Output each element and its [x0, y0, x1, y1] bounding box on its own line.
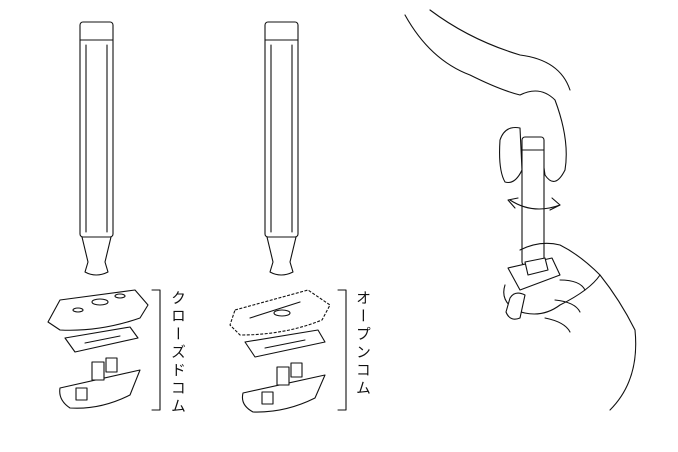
handle-closed-comb: [79, 21, 114, 276]
open-comb-blade: [244, 329, 326, 358]
closed-comb-blade: [64, 326, 139, 353]
bracket-closed-comb: [151, 289, 161, 411]
hands-assembling-razor: [404, 9, 637, 411]
handle-open-comb: [264, 21, 299, 276]
open-comb-head: [229, 289, 331, 336]
bracket-open-comb: [337, 289, 347, 411]
open-comb-label: オープンコム: [354, 290, 372, 398]
open-comb-base: [241, 362, 326, 413]
closed-comb-base: [59, 357, 141, 409]
closed-comb-label: クローズドコム: [169, 290, 187, 416]
closed-comb-head: [47, 289, 149, 331]
